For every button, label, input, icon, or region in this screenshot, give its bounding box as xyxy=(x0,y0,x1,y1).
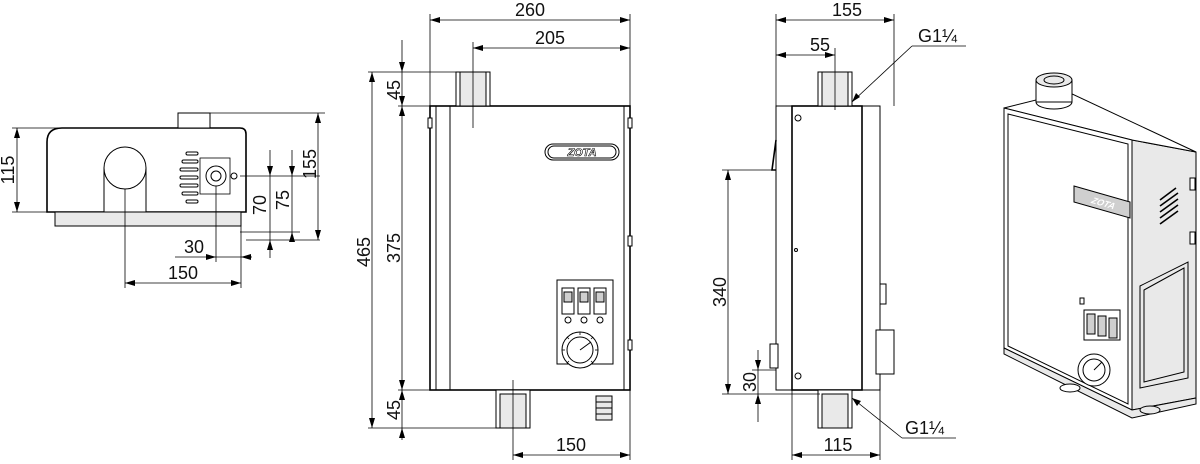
dim-top-70: 70 xyxy=(250,195,270,215)
dim-side-55: 55 xyxy=(810,35,830,55)
front-view: ZOTA 260 205 xyxy=(354,0,633,460)
top-view-pipe-stub xyxy=(177,112,211,129)
dim-front-150: 150 xyxy=(556,435,586,455)
side-front-panel xyxy=(861,105,881,391)
top-view-base xyxy=(54,211,242,227)
dim-side-340: 340 xyxy=(710,277,730,307)
front-switches xyxy=(561,287,607,324)
dim-top-75: 75 xyxy=(273,190,293,210)
dim-front-465: 465 xyxy=(354,237,374,267)
front-logo-badge xyxy=(544,143,620,161)
iso-side-face xyxy=(1131,139,1197,411)
dim-front-375: 375 xyxy=(384,233,404,263)
iso-side-panel xyxy=(1139,261,1189,389)
iso-front-face xyxy=(1003,107,1133,411)
dim-top-155: 155 xyxy=(300,149,320,179)
dim-top-150: 150 xyxy=(168,263,198,283)
dim-side-30: 30 xyxy=(740,372,760,392)
top-view-vents xyxy=(179,151,199,204)
thread-label-bottom: G1¼ xyxy=(905,418,945,438)
dim-front-260: 260 xyxy=(515,0,545,20)
dim-top-30: 30 xyxy=(184,237,204,257)
dim-front-45-bottom: 45 xyxy=(384,400,404,420)
dim-top-115: 115 xyxy=(0,156,18,185)
front-logo-text: ZOTA xyxy=(566,147,596,159)
thread-label-top: G1¼ xyxy=(918,26,958,46)
side-view: 155 55 G1¼ G1¼ 340 30 115 xyxy=(710,0,966,460)
dim-side-155: 155 xyxy=(832,0,862,20)
dim-front-45-top: 45 xyxy=(384,80,404,100)
dim-front-205: 205 xyxy=(535,28,565,48)
side-body xyxy=(791,105,863,391)
iso-vents xyxy=(1159,187,1179,225)
cable-gland-icon xyxy=(205,165,227,187)
isometric-view: ZOTA xyxy=(1003,72,1197,419)
iso-logo-badge xyxy=(1073,185,1131,219)
top-view: 115 70 75 155 30 150 xyxy=(0,112,325,288)
top-view-gland-box xyxy=(199,157,231,195)
dim-side-115: 115 xyxy=(824,435,853,455)
top-view-pipe-circle xyxy=(103,146,147,190)
top-view-body xyxy=(46,127,247,213)
